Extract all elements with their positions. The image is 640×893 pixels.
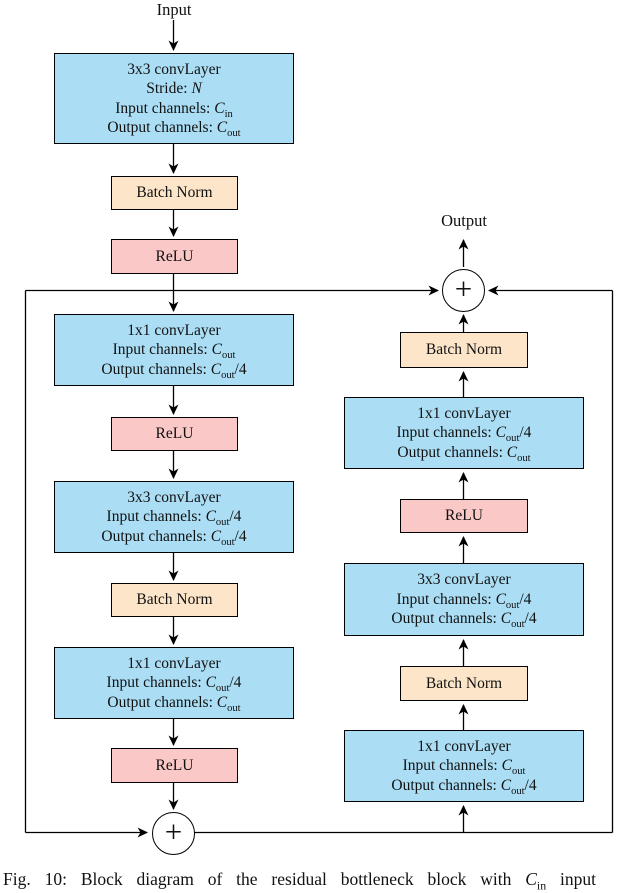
relu-left-2-box: ReLU — [111, 748, 238, 783]
sum-node-bottom: + — [152, 812, 195, 855]
batch-norm-box: Batch Norm — [111, 176, 238, 210]
figure-caption: Fig. 10: Block diagram of the residual b… — [3, 869, 597, 893]
batch-norm-left-box: Batch Norm — [111, 583, 238, 617]
relu-left-box: ReLU — [111, 417, 238, 451]
input-label: Input — [156, 0, 192, 19]
sum-node-output: + — [442, 269, 485, 312]
batch-norm-right-bottom-box: Batch Norm — [400, 666, 528, 701]
output-label: Output — [441, 211, 487, 230]
relu-right-box: ReLU — [400, 499, 528, 533]
relu-box: ReLU — [111, 239, 238, 274]
batch-norm-right-top-box: Batch Norm — [400, 332, 528, 368]
